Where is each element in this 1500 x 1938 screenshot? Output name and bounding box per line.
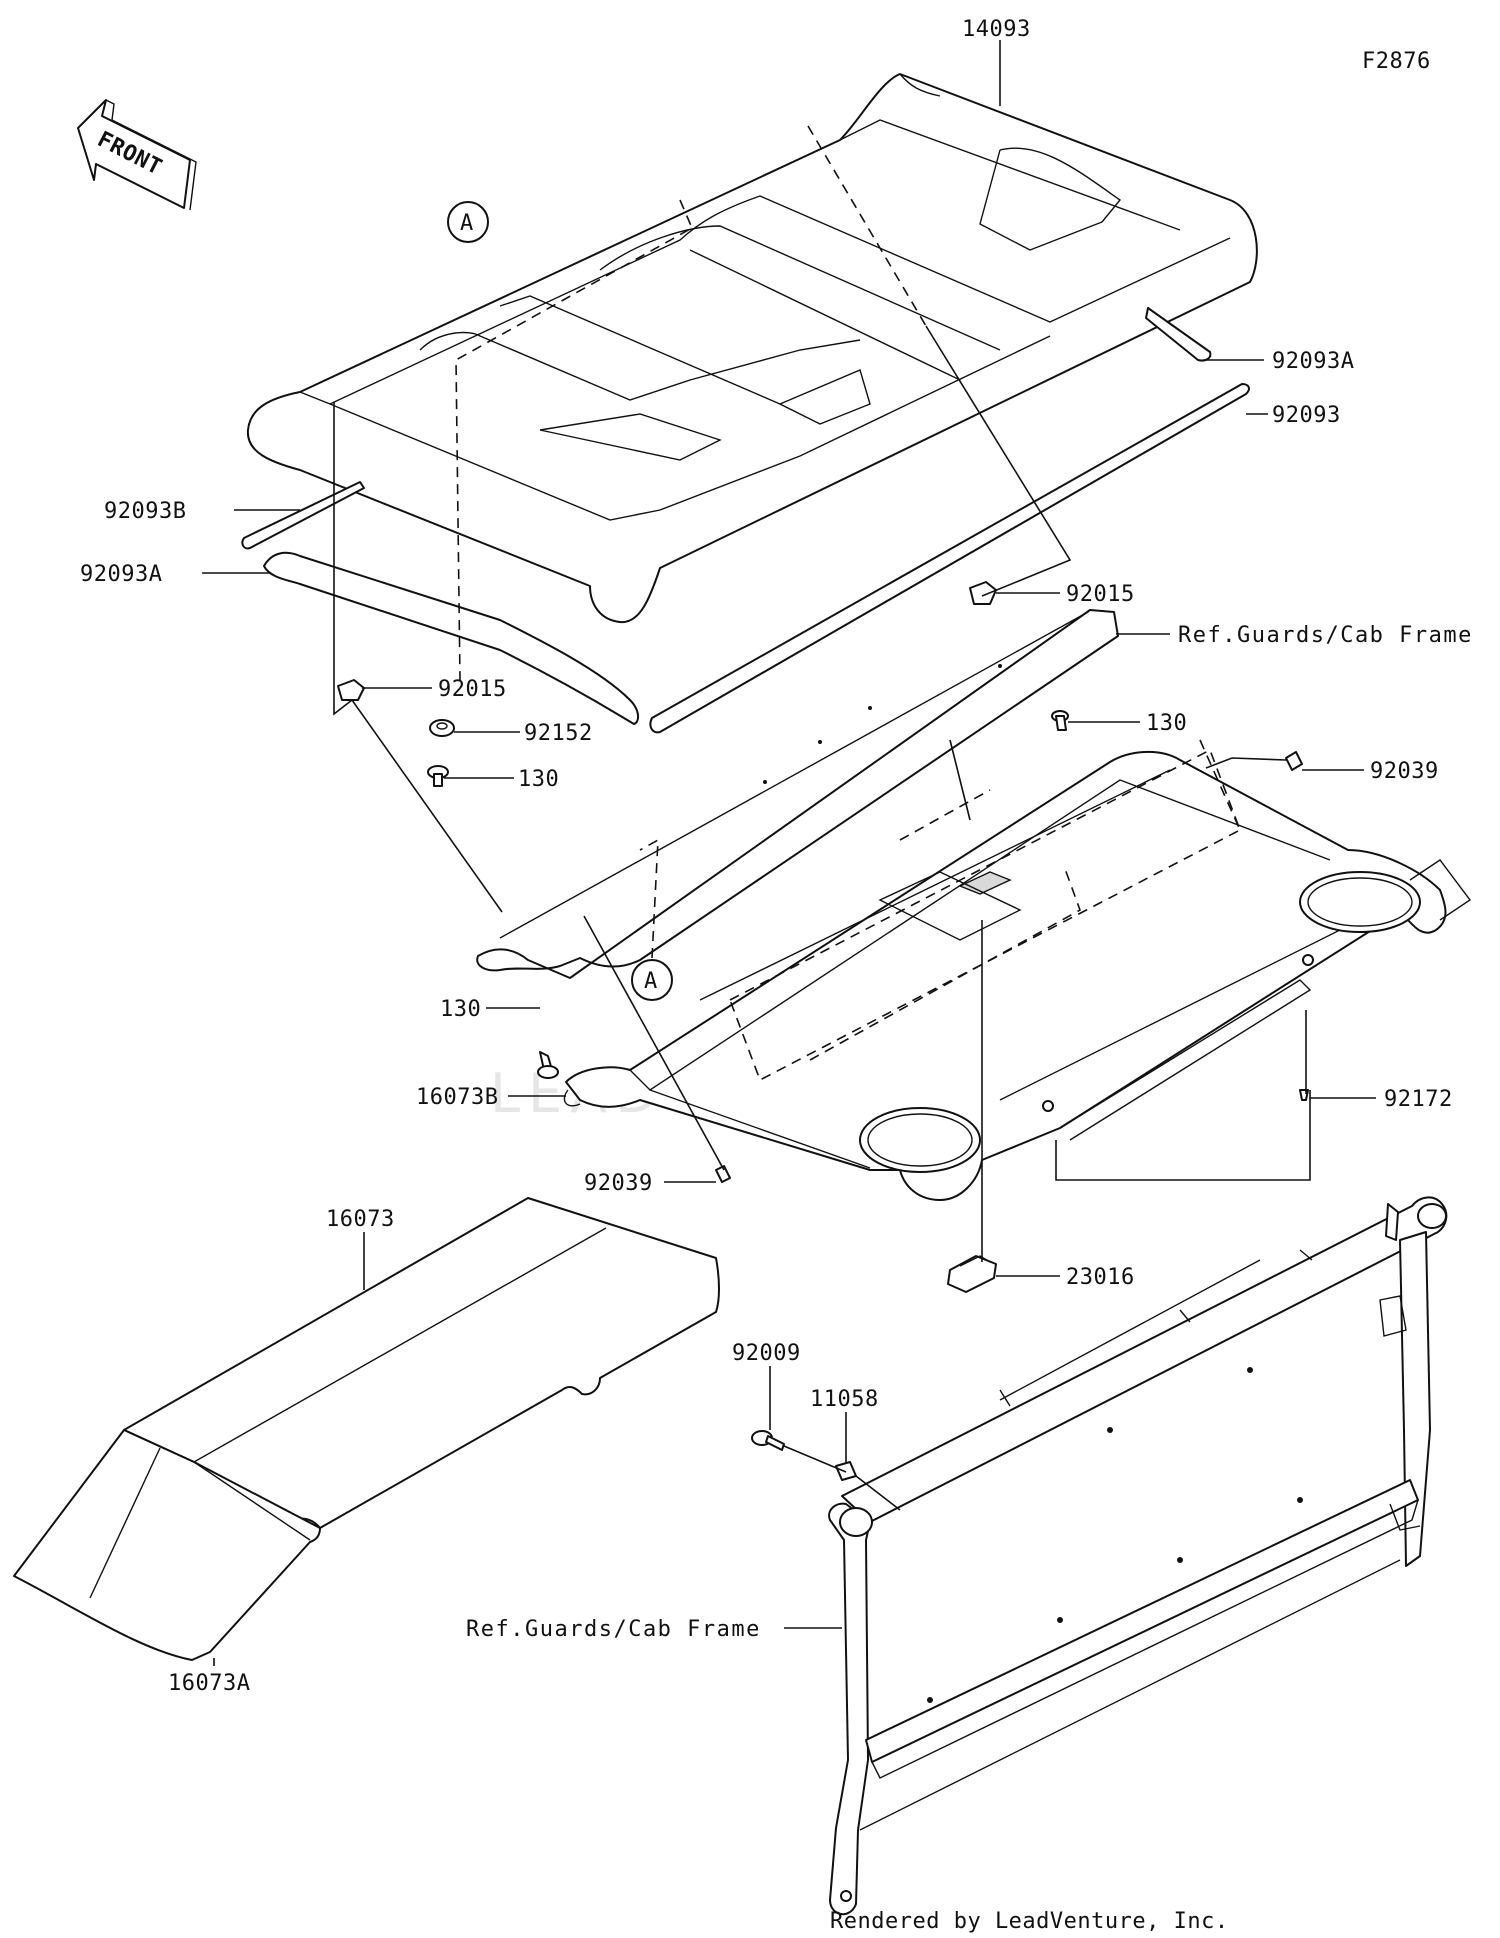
assembly-line-right-lower: [1055, 1090, 1311, 1181]
callout-bolt-left-lower: 130: [440, 997, 481, 1022]
callout-clip-left: 92015: [438, 677, 507, 702]
callout-rivet-right: 92039: [1370, 759, 1439, 784]
callout-ref-guards-bottom: Ref.Guards/Cab Frame: [466, 1617, 761, 1642]
callout-bolt-left-upper: 130: [518, 767, 559, 792]
bolt-left-upper: [427, 765, 449, 787]
callout-rivet-left: 92039: [584, 1171, 653, 1196]
rivet-right: [1285, 751, 1303, 771]
figure-code: F2876: [1362, 49, 1431, 74]
assembly-line-bracket: [783, 1445, 847, 1473]
callout-trim-left-short: 92093B: [104, 499, 186, 524]
bolt-right: [1051, 710, 1069, 731]
assembly-line-frame: [855, 1475, 901, 1511]
callout-headliner-edge: 16073B: [416, 1085, 498, 1110]
trim-strip-left-long: [263, 551, 640, 725]
panel-dashed-outline-3: [899, 739, 1241, 841]
assembly-line-clip-left: [333, 402, 503, 913]
callout-clip-right: 92015: [1066, 582, 1135, 607]
callout-grommet: 92172: [1384, 1087, 1453, 1112]
callout-ref-guards-top: Ref.Guards/Cab Frame: [1178, 623, 1473, 648]
callout-trim-right-long: 92093: [1272, 403, 1341, 428]
callout-lamp: 23016: [1066, 1265, 1135, 1290]
trim-strip-right-long: [649, 383, 1250, 734]
lamp: [947, 1255, 997, 1293]
bolt-left-lower: [537, 1051, 559, 1079]
callout-bracket: 11058: [810, 1387, 879, 1412]
assembly-line-rivet-left: [583, 915, 725, 1171]
assembly-line-a-upper: [455, 199, 694, 681]
callout-nut: 92152: [524, 721, 593, 746]
svg-text:A: A: [644, 969, 658, 994]
assembly-line-a-lower: [639, 838, 659, 959]
assembly-line-right: [925, 325, 1072, 597]
cab-frame: [828, 1196, 1448, 1915]
marker-a-upper: A: [447, 201, 489, 243]
assembly-line-top: [807, 125, 927, 327]
nut: [429, 719, 455, 737]
clip-right: [969, 581, 997, 605]
callout-liner-panel-front: 16073A: [168, 1671, 250, 1696]
liner-panel-front: [13, 1429, 321, 1661]
front-arrow-icon: FRONT: [77, 99, 197, 211]
callout-screw: 92009: [732, 1341, 801, 1366]
callout-liner-panel: 16073: [326, 1207, 395, 1232]
headliner: [563, 750, 1472, 1201]
roof-panel: [246, 73, 1258, 624]
screw: [751, 1430, 785, 1451]
callout-bolt-right: 130: [1146, 711, 1187, 736]
bracket: [835, 1461, 857, 1481]
assembly-line-rivet-right: [1205, 757, 1287, 769]
footer-credit: Rendered by LeadVenture, Inc.: [830, 1909, 1229, 1934]
svg-text:A: A: [460, 211, 474, 236]
grommet: [1299, 1089, 1309, 1101]
callout-trim-left-long: 92093A: [80, 562, 162, 587]
panel-dashed-outline: [729, 748, 1241, 1082]
callout-trim-right-short: 92093A: [1272, 349, 1354, 374]
rivet-left: [715, 1165, 731, 1183]
assembly-line-center: [949, 739, 971, 821]
header-plate: [476, 609, 1119, 979]
trim-strip-left-short: [241, 481, 365, 550]
callout-roof: 14093: [962, 17, 1031, 42]
panel-dashed-outline-2: [809, 865, 1081, 1061]
clip-left: [337, 679, 365, 701]
marker-a-lower: A: [631, 959, 673, 1001]
